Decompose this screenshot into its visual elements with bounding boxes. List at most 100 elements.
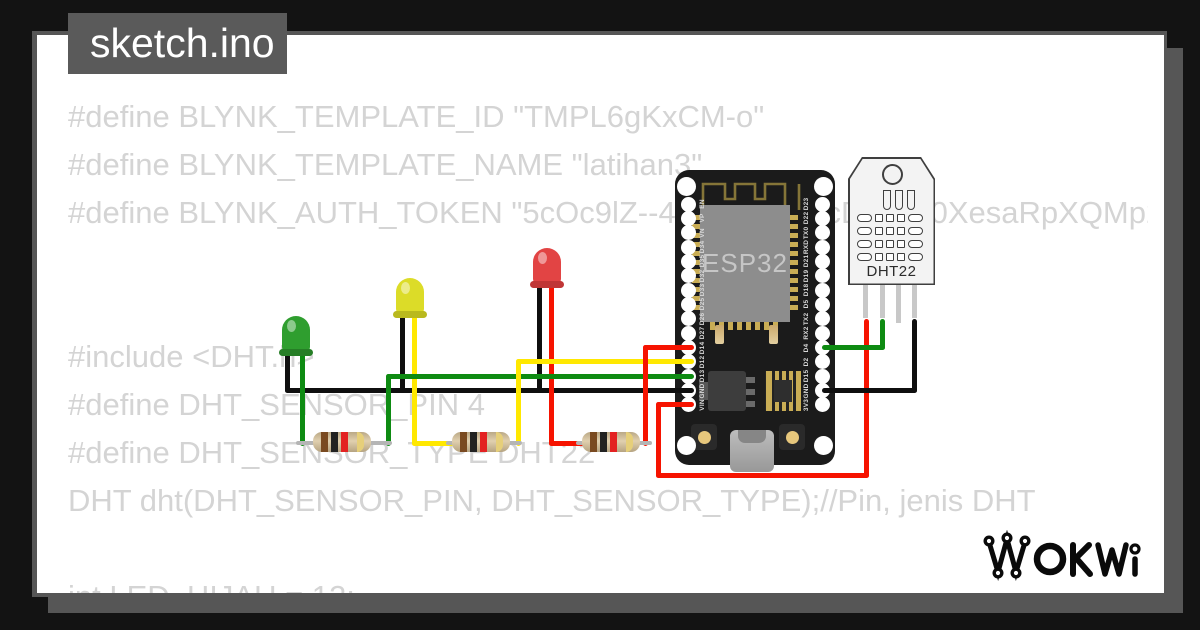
sketch-canvas [37, 35, 1164, 593]
resistor-band [610, 432, 617, 452]
dht22-sensor[interactable]: DHT22 [848, 157, 935, 285]
resistor-band [341, 432, 348, 452]
pin-pad-d35[interactable] [680, 253, 696, 269]
pin-pad-d15[interactable] [814, 368, 830, 384]
mounting-hole [677, 177, 696, 196]
wire-vin-stub[interactable] [656, 402, 694, 407]
mounting-hole [814, 177, 833, 196]
capacitor [715, 325, 724, 344]
pin-pad-d26[interactable] [680, 311, 696, 327]
code-line [68, 285, 1148, 333]
wire-d14-bus[interactable] [643, 345, 694, 350]
red-led[interactable] [530, 248, 564, 288]
pin-label-3v3: 3V3 [803, 398, 810, 411]
dht22-body: DHT22 [849, 158, 934, 284]
pin-pad-d5[interactable] [814, 296, 830, 312]
flash-chip [765, 371, 801, 411]
flash-chip-core [774, 380, 792, 402]
wire-dht-gnd-run[interactable] [822, 388, 917, 393]
resistor-band [331, 432, 338, 452]
pin-pad-vn[interactable] [680, 225, 696, 241]
wire-d14-riser[interactable] [643, 345, 648, 446]
mounting-hole [814, 436, 833, 455]
wire-vin-drop[interactable] [656, 402, 661, 478]
pin-label-vin: VIN [699, 399, 706, 411]
pin-pad-d25[interactable] [680, 296, 696, 312]
pin-pad-rxd[interactable] [814, 239, 830, 255]
regulator-leg [746, 401, 755, 407]
resistor-body [313, 432, 371, 452]
wire-red-anode-jog[interactable] [549, 441, 586, 446]
code-line: #define BLYNK_TEMPLATE_NAME "latihan3" [68, 147, 703, 182]
pin-pad-d33[interactable] [680, 282, 696, 298]
pin-pad-3v3[interactable] [814, 397, 830, 413]
mounting-hole [677, 436, 696, 455]
resistor-band [600, 432, 607, 452]
dht22-vent-slot [894, 189, 903, 210]
chip-pins-bottom [710, 322, 780, 330]
pin-pad-d27[interactable] [680, 325, 696, 341]
dht22-label: DHT22 [866, 262, 917, 280]
wire-d13-riser[interactable] [386, 374, 391, 446]
dht22-leg-gnd [912, 285, 917, 318]
wire-vin-bottom-run[interactable] [656, 473, 869, 478]
wire-yellow-led-anode[interactable] [412, 314, 417, 446]
pin-pad-d21[interactable] [814, 253, 830, 269]
dht22-vent-row [856, 252, 928, 262]
pin-pad-vp[interactable] [680, 210, 696, 226]
wire-red-led-anode[interactable] [549, 284, 554, 446]
pin-pad-d19[interactable] [814, 268, 830, 284]
pin-pad-rx2[interactable] [814, 325, 830, 341]
wokwi-logo [983, 530, 1141, 582]
wire-d12-bus[interactable] [516, 359, 694, 364]
code-line: int LED_HIJAU = 12; [68, 573, 1148, 593]
dht22-sensor-hole [881, 163, 903, 185]
resistor-band [470, 432, 477, 452]
file-tab[interactable]: sketch.ino [68, 13, 287, 74]
yellow-led[interactable] [393, 278, 427, 318]
code-line: DHT dht(DHT_SENSOR_PIN, DHT_SENSOR_TYPE)… [68, 483, 1036, 518]
green-led[interactable] [279, 316, 313, 356]
resistor-red-led[interactable] [576, 432, 652, 452]
pin-pad-tx2[interactable] [814, 311, 830, 327]
wire-green-led-anode[interactable] [300, 352, 305, 446]
resistor-body [452, 432, 510, 452]
wire-dht-data-run[interactable] [822, 345, 885, 350]
resistor-body [582, 432, 640, 452]
pin-pad-tx0[interactable] [814, 225, 830, 241]
dht22-vent-slot [882, 189, 891, 210]
regulator-leg [746, 377, 755, 383]
pin-pad-d18[interactable] [814, 282, 830, 298]
dht22-vent-row [856, 213, 928, 223]
wire-gnd-bus[interactable] [285, 388, 694, 393]
resistor-band [321, 432, 328, 452]
boot-button[interactable] [779, 424, 805, 450]
micro-usb-connector [730, 430, 774, 472]
resistor-green-led[interactable] [296, 432, 392, 452]
wire-d12-riser[interactable] [516, 359, 521, 446]
resistor-band [460, 432, 467, 452]
wire-yellow-anode-jog[interactable] [412, 441, 454, 446]
pin-pad-d22[interactable] [814, 210, 830, 226]
dht22-vent-slot [906, 189, 915, 210]
file-tab-label: sketch.ino [90, 20, 275, 66]
pin-pad-d34[interactable] [680, 239, 696, 255]
wire-yellow-led-cathode[interactable] [400, 314, 405, 393]
esp32-chip-label: ESP32 [702, 248, 788, 278]
resistor-band [590, 432, 597, 452]
pin-pad-d32[interactable] [680, 268, 696, 284]
pcb-antenna-icon [701, 182, 801, 210]
wire-green-led-cathode[interactable] [285, 352, 290, 393]
wire-red-led-cathode[interactable] [537, 284, 542, 393]
pin-pad-d2[interactable] [814, 354, 830, 370]
wire-dht-gnd-riser[interactable] [912, 319, 917, 393]
pin-pad-en[interactable] [680, 196, 696, 212]
wire-dht-data-riser[interactable] [880, 319, 885, 350]
resistor-band [496, 432, 503, 452]
wire-d13-bus[interactable] [386, 374, 694, 379]
pin-pad-d23[interactable] [814, 196, 830, 212]
wire-dht-vcc[interactable] [864, 319, 869, 478]
resistor-yellow-led[interactable] [446, 432, 522, 452]
